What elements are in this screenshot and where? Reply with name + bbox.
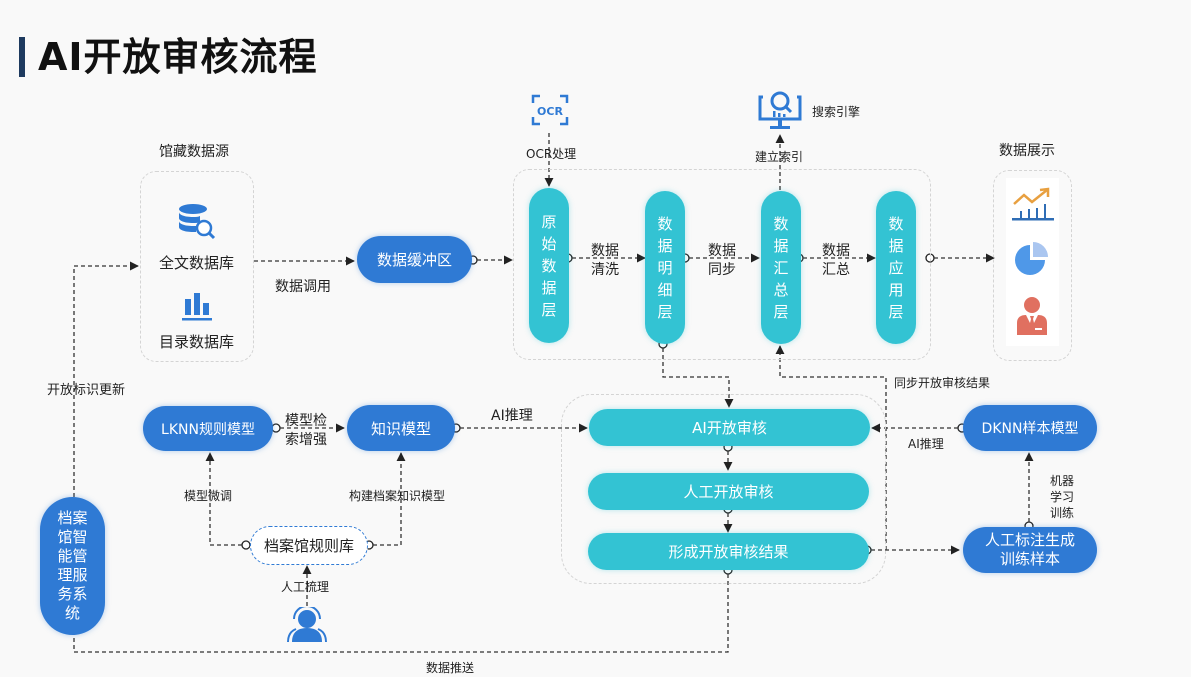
lknn-rule-model[interactable]: LKNN规则模型: [143, 406, 273, 451]
data-push-label: 数据推送: [426, 661, 475, 675]
data-clean-label: 数据清洗: [591, 243, 619, 278]
catalog-db-label: 目录数据库: [159, 333, 235, 351]
archive-management-system[interactable]: 档案馆智能管理服务系统: [40, 497, 105, 635]
dknn-ai-inference-label: AI推理: [908, 437, 944, 451]
data-buffer-node[interactable]: 数据缓冲区: [357, 236, 472, 283]
build-knowledge-model-label: 构建档案知识模型: [349, 489, 446, 503]
edge-result-system: [73, 574, 729, 653]
users-icon: [284, 606, 330, 644]
port-dot: [271, 423, 281, 433]
review-group: [561, 394, 886, 584]
knowledge-model[interactable]: 知识模型: [347, 405, 455, 451]
title-accent-bar: [19, 37, 25, 77]
ai-open-review[interactable]: AI开放审核: [589, 409, 870, 446]
search-engine-icon: [756, 88, 804, 134]
fulltext-db-label: 全文数据库: [159, 254, 235, 272]
page-title: AI开放审核流程: [38, 35, 318, 79]
manual-open-review[interactable]: 人工开放审核: [588, 473, 869, 510]
model-retrieval-label: 模型检索增强: [285, 413, 327, 448]
ml-training-label: 机器学习训练: [1050, 474, 1075, 520]
manual-sort-label: 人工梳理: [281, 580, 330, 594]
application-data-layer[interactable]: 数据应用层: [876, 191, 916, 344]
data-summary-label: 数据汇总: [822, 243, 850, 278]
detail-data-layer[interactable]: 数据明细层: [645, 191, 685, 344]
search-engine-label: 搜索引擎: [812, 105, 861, 119]
open-flag-update-label: 开放标识更新: [47, 383, 126, 398]
display-group: [993, 170, 1072, 361]
ocr-icon: OCR: [530, 92, 570, 128]
sources-group: [140, 171, 254, 362]
bar-chart-icon: [180, 290, 214, 322]
summary-data-layer[interactable]: 数据汇总层: [761, 191, 801, 344]
business-person-icon: [1012, 294, 1052, 338]
data-call-label: 数据调用: [275, 279, 331, 295]
sources-heading: 馆藏数据源: [159, 144, 229, 160]
ai-inference-label: AI推理: [491, 408, 533, 424]
ocr-process-label: OCR处理: [526, 147, 577, 161]
dknn-sample-model[interactable]: DKNN样本模型: [963, 405, 1097, 451]
build-index-label: 建立索引: [755, 150, 804, 164]
trend-chart-icon: [1010, 186, 1056, 222]
pie-chart-icon: [1012, 240, 1052, 278]
sync-review-result-label: 同步开放审核结果: [894, 376, 991, 390]
model-finetune-label: 模型微调: [184, 489, 233, 503]
manual-label-training-sample[interactable]: 人工标注生成训练样本: [963, 527, 1097, 573]
port-dot: [241, 540, 251, 550]
display-heading: 数据展示: [999, 143, 1055, 159]
data-layers-group: [513, 169, 931, 360]
svg-text:OCR: OCR: [537, 105, 563, 118]
raw-data-layer[interactable]: 原始数据层: [529, 188, 569, 343]
archive-rule-library[interactable]: 档案馆规则库: [250, 526, 368, 565]
database-search-icon: [175, 200, 217, 242]
review-result[interactable]: 形成开放审核结果: [588, 533, 869, 570]
edge-system-sources: [73, 261, 139, 497]
data-sync-label: 数据同步: [708, 243, 736, 278]
